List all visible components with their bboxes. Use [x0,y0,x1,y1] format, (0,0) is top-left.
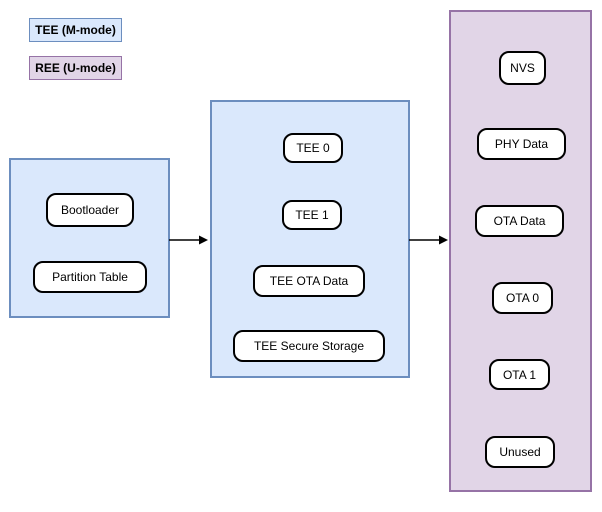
node-tee-ota-data: TEE OTA Data [253,265,365,297]
node-unused: Unused [485,436,555,468]
arrow-left-to-middle [169,235,208,245]
node-ota-0: OTA 0 [492,282,553,314]
node-ota-1: OTA 1 [489,359,550,390]
node-tee-secure-storage: TEE Secure Storage [233,330,385,362]
legend-ree-u-mode: REE (U-mode) [29,56,122,80]
node-nvs: NVS [499,51,546,85]
node-bootloader: Bootloader [46,193,134,227]
group-ree-partitions: NVS PHY Data OTA Data OTA 0 OTA 1 Unused [449,10,592,492]
group-tee-partitions: TEE 0 TEE 1 TEE OTA Data TEE Secure Stor… [210,100,410,378]
legend-tee-m-mode: TEE (M-mode) [29,18,122,42]
node-ota-data: OTA Data [475,205,564,237]
node-tee-0: TEE 0 [283,133,343,163]
arrow-middle-to-right [409,235,448,245]
group-bootloader-partition: Bootloader Partition Table [9,158,170,318]
node-phy-data: PHY Data [477,128,566,160]
node-partition-table: Partition Table [33,261,147,293]
node-tee-1: TEE 1 [282,200,342,230]
